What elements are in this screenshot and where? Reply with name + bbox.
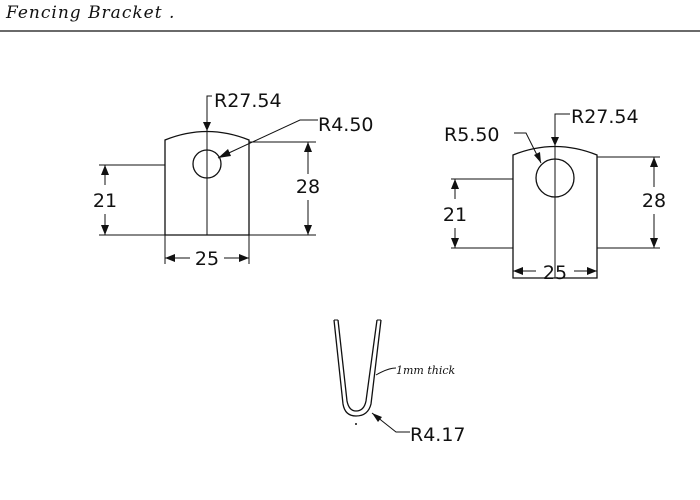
right-hole-radius-leader xyxy=(514,132,542,164)
left-total-height-arrow-bottom xyxy=(304,225,312,235)
right-bracket-outline xyxy=(512,145,598,279)
left-bracket-view: R27.54 R4.50 21 28 25 xyxy=(93,90,374,270)
left-hole xyxy=(192,149,222,179)
right-hole xyxy=(535,158,575,198)
right-width-arrow-left xyxy=(513,267,523,275)
profile-inner-wall xyxy=(337,319,378,412)
left-width-arrow-right xyxy=(239,254,249,262)
left-side-height-arrow-bottom xyxy=(101,225,109,235)
right-bracket-view: R27.54 R5.50 21 28 25 xyxy=(443,106,666,284)
right-hole-radius-label: R5.50 xyxy=(444,124,500,146)
left-bracket-outline xyxy=(164,130,250,236)
right-outer-radius-leader xyxy=(554,113,570,143)
left-width-arrow-left xyxy=(165,254,175,262)
left-hole-radius-leader xyxy=(217,119,318,159)
profile-thickness-note: 1mm thick xyxy=(396,364,456,377)
left-total-height-arrow-top xyxy=(304,142,312,152)
right-hole-radius-arrow xyxy=(534,152,541,163)
profile-bend-radius-label: R4.17 xyxy=(410,424,466,446)
right-side-height-arrow-top xyxy=(451,179,459,189)
right-outer-radius-label: R27.54 xyxy=(571,106,639,128)
left-width-label: 25 xyxy=(195,248,219,270)
profile-bend-center xyxy=(355,423,357,425)
right-side-height-label: 21 xyxy=(443,204,467,226)
right-total-height-label: 28 xyxy=(642,190,666,212)
right-width-arrow-right xyxy=(587,267,597,275)
profile-thickness-leader xyxy=(375,367,397,376)
left-total-height-label: 28 xyxy=(296,176,320,198)
right-total-height-arrow-top xyxy=(650,157,658,167)
profile-bend-view: 1mm thick R4.17 xyxy=(333,319,466,446)
right-side-height-arrow-bottom xyxy=(451,238,459,248)
left-hole-radius-label: R4.50 xyxy=(318,114,374,136)
left-outer-radius-label: R27.54 xyxy=(214,90,282,112)
left-side-height-arrow-top xyxy=(101,165,109,175)
profile-bend-radius-arrow xyxy=(372,413,382,422)
drawing-title: Fencing Bracket . xyxy=(5,3,175,23)
left-hole-radius-arrow xyxy=(218,149,231,158)
left-side-height-label: 21 xyxy=(93,190,117,212)
right-width-label: 25 xyxy=(543,262,567,284)
right-outer-radius-arrow xyxy=(551,137,559,146)
left-outer-radius-arrow xyxy=(203,122,211,131)
right-total-height-arrow-bottom xyxy=(650,238,658,248)
left-outer-radius-leader xyxy=(206,95,212,128)
profile-outer-wall xyxy=(333,319,382,417)
